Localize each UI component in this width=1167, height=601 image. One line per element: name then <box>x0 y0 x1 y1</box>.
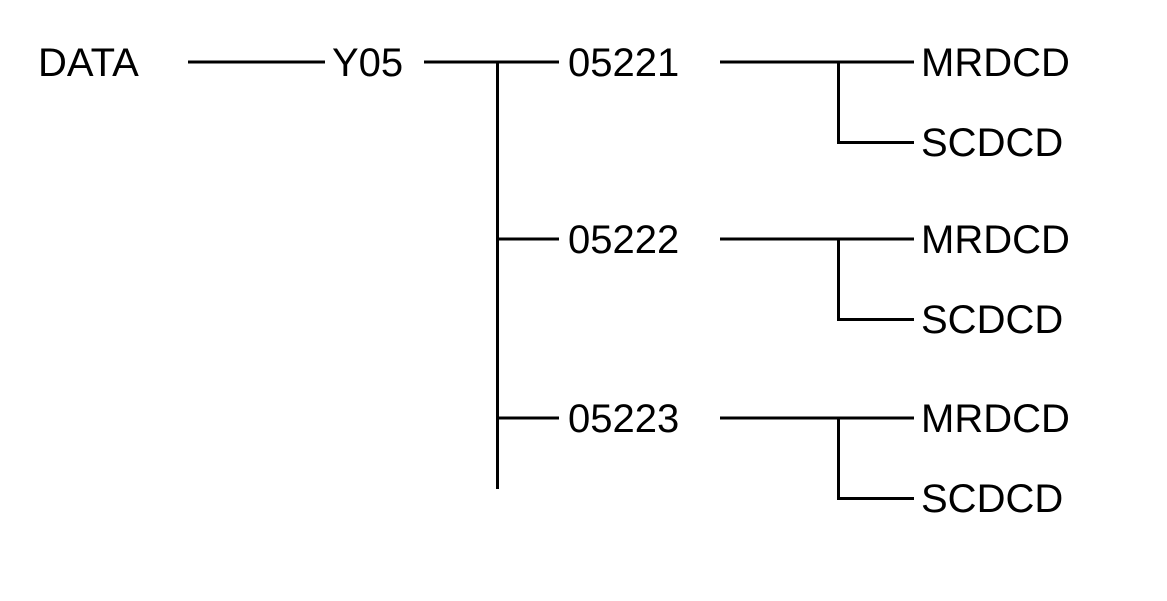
leaf-label-scdcd-2[interactable]: SCDCD <box>921 298 1064 342</box>
leaf-label-scdcd-3[interactable]: SCDCD <box>921 477 1064 521</box>
leaf-label-mrdcd-3[interactable]: MRDCD <box>921 397 1070 441</box>
leaf-label-scdcd-1[interactable]: SCDCD <box>921 121 1064 165</box>
node-label-y05[interactable]: Y05 <box>332 41 404 85</box>
node-label-data[interactable]: DATA <box>38 41 139 85</box>
leaf-label-mrdcd-2[interactable]: MRDCD <box>921 218 1070 262</box>
node-label-05223[interactable]: 05223 <box>568 397 680 441</box>
node-label-05222[interactable]: 05222 <box>568 218 680 262</box>
node-label-05221[interactable]: 05221 <box>568 41 680 85</box>
leaf-label-mrdcd-1[interactable]: MRDCD <box>921 41 1070 85</box>
